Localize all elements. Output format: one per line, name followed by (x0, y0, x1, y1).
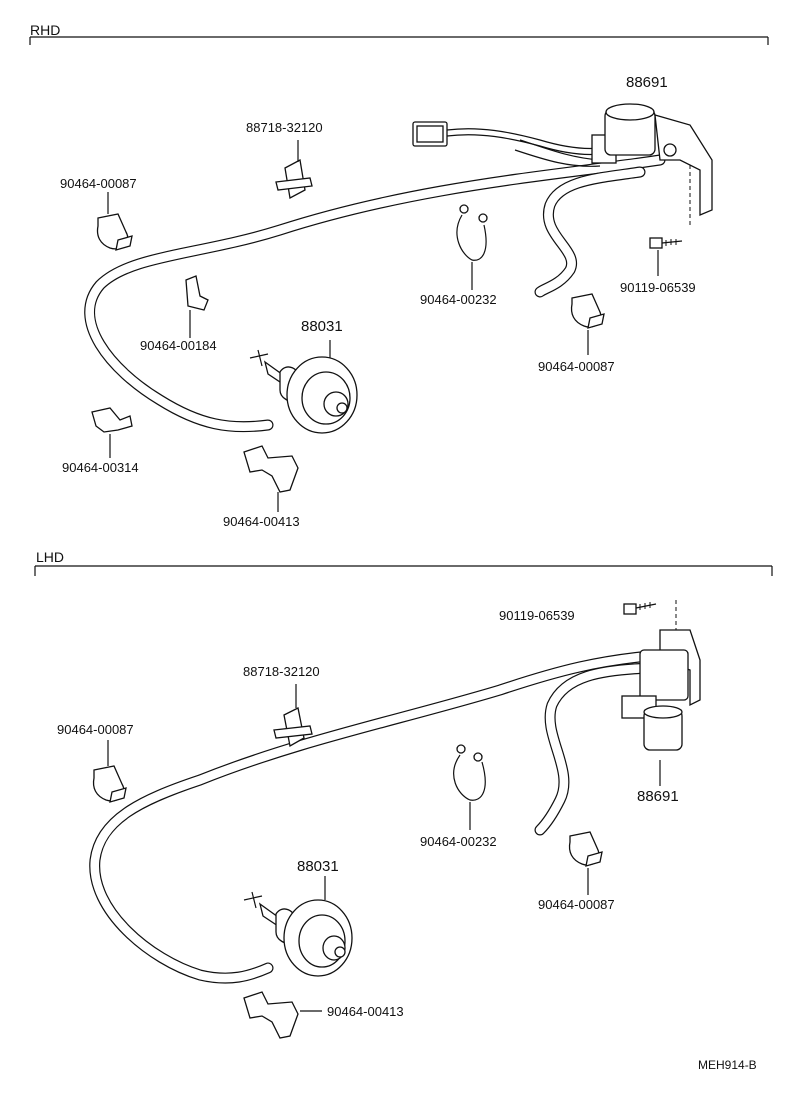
rhd-vacuum-hose (84, 154, 666, 433)
lhd-label-clamp-loop: 90464-00232 (420, 834, 497, 849)
rhd-label-vsv: 88691 (626, 74, 668, 91)
lhd-bolt (623, 602, 657, 615)
lhd-loop-clamp (453, 744, 486, 830)
rhd-clip-00314 (91, 407, 133, 458)
rhd-loop-clamp (456, 204, 488, 290)
lhd-section-title: LHD (36, 549, 65, 565)
lhd-section-frame (34, 565, 773, 576)
rhd-clamp-bottom (243, 445, 299, 512)
lhd-label-bolt: 90119-06539 (499, 608, 575, 623)
lhd-label-actuator: 88031 (297, 858, 339, 875)
lhd-label-clamp-bottom: 90464-00413 (327, 1004, 404, 1019)
lhd-vacuum-hose (89, 649, 666, 984)
rhd-clip-88718 (275, 140, 313, 199)
rhd-label-clip-lower-left: 90464-00314 (62, 460, 139, 475)
rhd-vsv-assembly (412, 103, 713, 225)
rhd-section-title: RHD (30, 22, 61, 38)
lhd-label-vsv: 88691 (637, 788, 679, 805)
lhd-clip-88718 (273, 684, 313, 748)
rhd-label-bolt: 90119-06539 (620, 280, 696, 295)
rhd-section-frame (29, 36, 769, 45)
lhd-clamp-left (92, 740, 127, 803)
lhd-actuator (243, 876, 353, 977)
rhd-label-clamp-loop: 90464-00232 (420, 292, 497, 307)
rhd-clamp-left (96, 192, 133, 251)
rhd-bolt (649, 237, 683, 276)
lhd-vsv-assembly (621, 600, 701, 786)
figure-code: MEH914-B (698, 1058, 757, 1072)
rhd-clip-00184 (185, 275, 209, 338)
rhd-actuator (249, 340, 358, 434)
lhd-label-clamp-left: 90464-00087 (57, 722, 134, 737)
rhd-label-clamp-right: 90464-00087 (538, 359, 615, 374)
rhd-clamp-right (570, 293, 605, 355)
lhd-clamp-bottom (243, 991, 322, 1039)
lhd-label-clip-top: 88718-32120 (243, 664, 320, 679)
rhd-label-clip-mid: 90464-00184 (140, 338, 217, 353)
rhd-label-clamp-bottom: 90464-00413 (223, 514, 300, 529)
rhd-label-actuator: 88031 (301, 318, 343, 335)
rhd-label-clamp-left: 90464-00087 (60, 176, 137, 191)
lhd-clamp-right (568, 831, 603, 895)
lhd-label-clamp-right: 90464-00087 (538, 897, 615, 912)
rhd-label-clip-top: 88718-32120 (246, 120, 323, 135)
